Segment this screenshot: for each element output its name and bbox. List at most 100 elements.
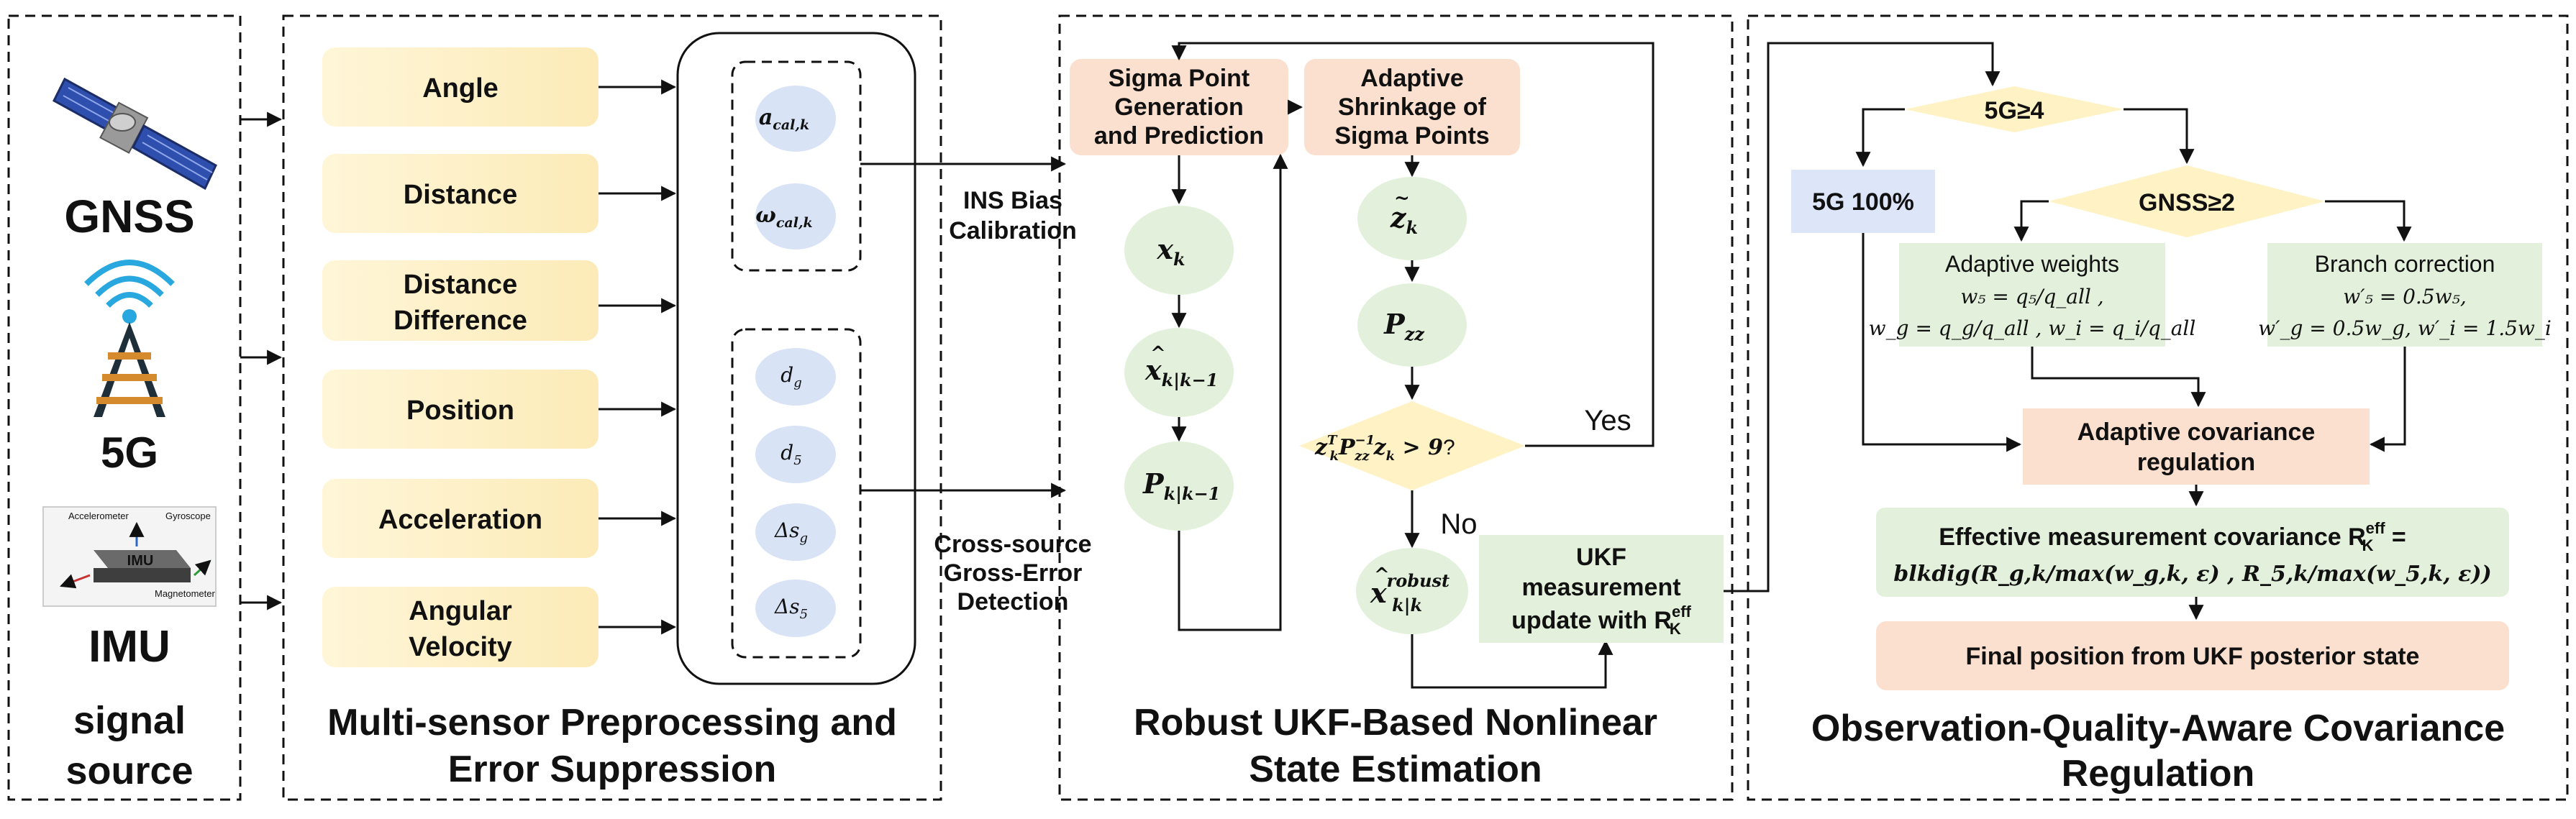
- svg-text:Angular: Angular: [409, 596, 512, 626]
- 5g-label: 5G: [101, 429, 158, 477]
- svg-text:Velocity: Velocity: [409, 632, 512, 662]
- final-position-box: Final position from UKF posterior state: [1876, 621, 2509, 690]
- adaptive-covariance-regulation-box: Adaptive covariance regulation: [2023, 408, 2370, 485]
- svg-text:Δs5: Δs5: [774, 595, 808, 622]
- signal-tower-icon: [84, 260, 175, 417]
- svg-text:^: ^: [1374, 564, 1390, 586]
- svg-text:acal,k: acal,k: [759, 105, 809, 133]
- ins-variable-group: [731, 60, 862, 272]
- svg-text:GNSS≥2: GNSS≥2: [2139, 189, 2235, 216]
- cov-title-line2: Regulation: [2062, 753, 2255, 795]
- svg-text:Magnetometer: Magnetometer: [155, 588, 215, 599]
- svg-text:measurement: measurement: [1521, 574, 1680, 601]
- svg-text:zk: zk: [1390, 201, 1418, 238]
- ins-bias-label-line1: INS Bias: [963, 187, 1062, 214]
- svg-text:w_g = q_g/q_all , w_i = q_i/q_: w_g = q_g/q_all , w_i = q_i/q_all: [1869, 316, 2196, 340]
- signal-source-caption-line2: source: [65, 749, 193, 792]
- svg-text:Acceleration: Acceleration: [378, 505, 542, 535]
- arrow-yes-loop: [1171, 42, 1655, 447]
- svg-text:Distance: Distance: [404, 270, 517, 300]
- arrow-weights-to-acr: [2031, 347, 2206, 408]
- arrow-ukf-to-covariance: [1724, 42, 2001, 592]
- svg-text:Sigma Point: Sigma Point: [1109, 65, 1250, 92]
- svg-text:Generation: Generation: [1114, 93, 1243, 121]
- svg-text:Gyroscope: Gyroscope: [165, 511, 211, 521]
- arrow-5g-to-acr: [1862, 233, 2022, 452]
- svg-text:Adaptive covariance: Adaptive covariance: [2077, 418, 2316, 446]
- yes-label: Yes: [1584, 405, 1631, 436]
- svg-text:Final position from UKF poster: Final position from UKF posterior state: [1966, 643, 2420, 670]
- predicted-covariance-node: Pk|k−1: [1124, 441, 1234, 531]
- arrow-5g-yes: [1855, 108, 1905, 168]
- arrow-branch-to-acr: [2369, 347, 2406, 452]
- ukf-title-line1: Robust UKF-Based Nonlinear: [1134, 702, 1657, 743]
- svg-text:ωcal,k: ωcal,k: [755, 203, 812, 231]
- pre-title-line1: Multi-sensor Preprocessing and: [327, 702, 897, 743]
- adaptive-shrinkage-box: Adaptive Shrinkage of Sigma Points: [1304, 59, 1520, 155]
- arrow-ppred-to-shrink: [1178, 153, 1288, 631]
- svg-text:w′₅ = 0.5w₅,: w′₅ = 0.5w₅,: [2343, 285, 2466, 308]
- pre-title-line2: Error Suppression: [448, 749, 777, 790]
- svg-text:~: ~: [1394, 188, 1410, 209]
- svg-text:IMU: IMU: [127, 553, 154, 569]
- var-delta-s5: Δs5: [755, 580, 836, 637]
- imu-chip-icon: Accelerometer Gyroscope Magnetometer IMU: [42, 506, 217, 607]
- cross-source-label-line1: Cross-source: [934, 531, 1091, 558]
- branch-correction-box: Branch correction w′₅ = 0.5w₅, w′_g = 0.…: [2258, 243, 2552, 347]
- arrow-gnss-no: [2325, 200, 2412, 242]
- covariance-section-border: [1747, 14, 2569, 801]
- svg-text:w′_g = 0.5w_g, w′_i = 1.5w_i: w′_g = 0.5w_g, w′_i = 1.5w_i: [2258, 316, 2552, 340]
- svg-text:Δsg: Δsg: [774, 518, 808, 546]
- state-xk-node: xk: [1124, 206, 1234, 295]
- sigma-point-generation-box: Sigma Point Generation and Prediction: [1070, 59, 1288, 155]
- innovation-covariance-node: Pzz: [1357, 283, 1467, 367]
- signal-source-caption-line1: signal: [73, 699, 186, 742]
- svg-text:Accelerometer: Accelerometer: [68, 511, 129, 521]
- input-angular-velocity: Angular Velocity: [322, 587, 599, 667]
- svg-text:regulation: regulation: [2137, 449, 2255, 476]
- svg-text:dg: dg: [780, 363, 801, 390]
- cov-title-line1: Observation-Quality-Aware Covariance: [1811, 708, 2505, 749]
- arrow-gnss-yes: [2013, 200, 2049, 242]
- var-omega-cal: ωcal,k: [755, 183, 836, 250]
- svg-text:Pzz: Pzz: [1383, 308, 1425, 344]
- svg-text:5G≥4: 5G≥4: [1985, 97, 2044, 124]
- gnss-label: GNSS: [64, 191, 194, 242]
- svg-text:Adaptive: Adaptive: [1360, 65, 1464, 92]
- 5g-count-diamond: 5G≥4: [1905, 86, 2124, 132]
- var-a-cal: acal,k: [755, 86, 836, 152]
- imu-label: IMU: [88, 622, 170, 672]
- svg-text:Sigma Points: Sigma Points: [1334, 122, 1489, 150]
- svg-text:UKF: UKF: [1576, 544, 1626, 571]
- input-position: Position: [322, 370, 599, 449]
- svg-text:Angle: Angle: [422, 73, 499, 104]
- svg-text:Distance: Distance: [404, 180, 517, 210]
- svg-text:blkdig(R_g,k/max(w_g,k, ε) , R: blkdig(R_g,k/max(w_g,k, ε) , R_5,k/max(w…: [1893, 562, 2491, 587]
- arrow-5g-no: [2124, 108, 2195, 165]
- svg-text:^: ^: [1150, 343, 1166, 365]
- cross-source-label-line3: Detection: [957, 588, 1069, 616]
- input-angle: Angle: [322, 47, 599, 127]
- svg-text:Pk|k−1: Pk|k−1: [1142, 467, 1220, 504]
- cross-source-label-line2: Gross-Error: [944, 559, 1083, 587]
- input-distance: Distance: [322, 154, 599, 233]
- predicted-state-node: xk|k−1 ^: [1124, 328, 1234, 417]
- gnss5g-variable-group: [731, 328, 862, 659]
- arrow-robust-to-update: [1411, 634, 1614, 689]
- input-acceleration: Acceleration: [322, 479, 599, 558]
- preprocessing-section-border: [282, 14, 942, 801]
- svg-text:d5: d5: [780, 441, 801, 468]
- ukf-section-border: [1058, 14, 1734, 801]
- satellite-icon: [53, 77, 217, 191]
- adaptive-weights-box: Adaptive weights w₅ = q₅/q_all , w_g = q…: [1869, 243, 2196, 347]
- var-d5: d5: [755, 426, 836, 483]
